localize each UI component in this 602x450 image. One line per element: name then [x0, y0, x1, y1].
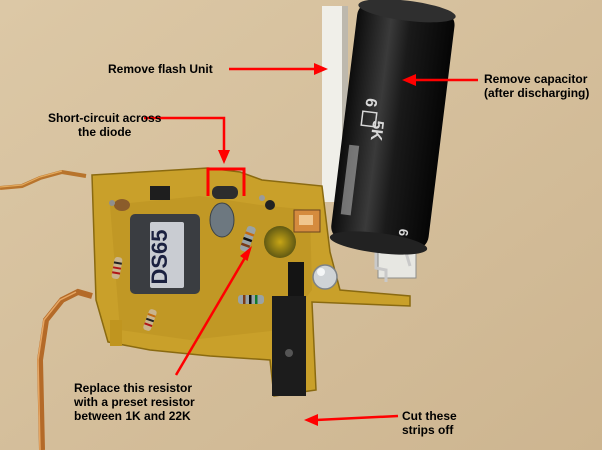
arrow-short-circuit: [144, 116, 230, 164]
coil-inductor: [264, 226, 296, 258]
resistor-middle: [238, 295, 264, 304]
solder-pad-1: [109, 200, 115, 206]
black-transistor: [288, 262, 304, 302]
black-connector: [272, 296, 306, 396]
pcb-tab: [110, 320, 122, 346]
capacitor-marking-2: 5K: [367, 119, 386, 142]
copper-wire-left: [0, 169, 87, 190]
copper-strip: [36, 288, 93, 450]
short-circuit-bracket: [206, 167, 246, 196]
orange-component-top: [299, 215, 313, 225]
resistor-bottom-left: [143, 309, 157, 331]
solder-pad-2: [265, 200, 275, 210]
resistor-left: [111, 256, 123, 280]
label-remove-capacitor: Remove capacitor (after discharging): [484, 72, 590, 100]
arrow-replace-resistor: [174, 246, 252, 376]
disc-capacitor: [114, 199, 130, 211]
connector-hole: [285, 349, 293, 357]
copper-strip-hl: [37, 291, 77, 450]
label-replace-resistor: Replace this resistor with a preset resi…: [74, 381, 195, 423]
target-resistor: [240, 225, 256, 252]
arrow-remove-capacitor: [402, 74, 478, 86]
neon-lamp: [312, 264, 338, 290]
capacitor-marking-1: 6: [361, 97, 379, 108]
solder-pad-3: [259, 195, 265, 201]
flash-unit-strip: [322, 6, 344, 202]
flash-unit-shadow: [342, 6, 348, 202]
electrolytic-capacitor: [329, 0, 456, 255]
white-connector: [377, 249, 417, 279]
transformer-marking: DS65: [147, 229, 172, 284]
transformer-label: [150, 222, 184, 288]
capacitor-logo: [360, 110, 378, 128]
label-remove-flash: Remove flash Unit: [108, 62, 213, 76]
copper-wire-left-hl: [0, 170, 63, 188]
diode: [212, 186, 238, 199]
small-ic: [150, 186, 170, 200]
label-cut-strips: Cut these strips off: [402, 409, 457, 437]
arrow-remove-flash: [229, 63, 328, 75]
glass-capacitor: [209, 202, 235, 238]
neon-lamp-hl: [317, 268, 325, 276]
label-short-circuit: Short-circuit across the diode: [48, 111, 162, 139]
capacitor-marking-3: 6: [396, 228, 412, 237]
arrow-cut-strips: [304, 414, 399, 426]
capacitor-lead: [374, 240, 388, 282]
